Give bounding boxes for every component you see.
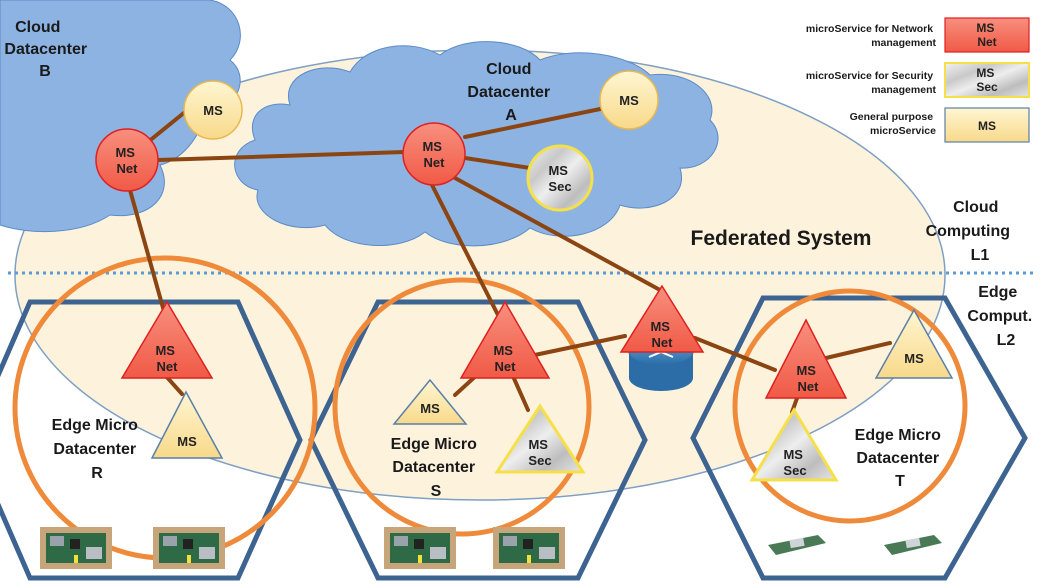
ms-node-edge-t <box>874 308 954 379</box>
board-icon <box>493 527 565 569</box>
sec-node-edge-t-label: MS Sec <box>783 447 806 478</box>
sec-node-cloud-a-label: MS Sec <box>548 163 571 194</box>
cloud-datacenter-a: Cloud Datacenter A <box>234 41 719 247</box>
link-router-netnode <box>693 336 777 372</box>
board-icon <box>384 527 456 569</box>
sensor-icon <box>884 535 942 555</box>
net-node-edge-r <box>120 300 214 379</box>
legend-net-badge-text: MS Net <box>976 21 997 49</box>
ms-node-edge-s-label: MS <box>420 401 440 416</box>
net-node-edge-s-label: MS Net <box>493 343 516 374</box>
edge-r-label: Edge Micro Datacenter R <box>52 417 143 482</box>
legend: microService for Network management MS N… <box>806 17 1030 143</box>
edge-s-label: Edge Micro Datacenter S <box>391 436 482 500</box>
link-neta-nets <box>430 183 500 317</box>
board-icon <box>153 527 225 569</box>
link-neta-ms <box>463 106 607 139</box>
edge-hexagon-r <box>0 299 303 581</box>
ms-node-cloud-b <box>183 80 243 140</box>
net-node-edge-s <box>459 300 551 379</box>
link-nett-ms <box>824 341 892 360</box>
net-node-edge-t <box>764 318 848 399</box>
legend-ms-badge-text: MS <box>978 119 996 133</box>
board-icon <box>40 527 112 569</box>
net-node-edge-r-label: MS Net <box>155 343 178 374</box>
legend-sec-desc: microService for Security management <box>806 70 937 96</box>
sec-node-edge-s-label: MS Sec <box>528 437 551 468</box>
sec-node-edge-s <box>494 403 586 474</box>
edge-ring-t <box>732 288 968 524</box>
legend-ms-badge <box>944 107 1030 143</box>
network-links <box>128 106 892 414</box>
legend-net-desc: microService for Network management <box>806 23 937 49</box>
link-nets-sec <box>510 372 530 412</box>
ms-node-edge-t-label: MS <box>904 351 924 366</box>
cloud-datacenter-b: Cloud Datacenter B <box>0 0 241 232</box>
ms-node-edge-r-label: MS <box>177 434 197 449</box>
federated-system-label: Federated System <box>691 227 872 250</box>
ms-node-cloud-a-label: MS <box>619 93 639 108</box>
layer2-label: Edge Comput. L2 <box>967 284 1036 349</box>
link-netb-ms <box>146 110 187 144</box>
sec-node-edge-t <box>749 407 839 482</box>
legend-sec-badge-text: MS Sec <box>976 66 998 94</box>
net-node-edge-t-label: MS Net <box>796 363 819 394</box>
net-node-cloud-a-label: MS Net <box>422 139 445 170</box>
net-node-cloud-b-label: MS Net <box>115 145 138 176</box>
legend-net-badge <box>944 17 1030 53</box>
cloud-a-label: Cloud Datacenter A <box>467 61 554 124</box>
sec-node-cloud-a <box>526 144 594 212</box>
net-node-cloud-a <box>402 122 466 186</box>
link-neta-sec <box>463 156 532 170</box>
ms-node-cloud-a <box>599 70 659 130</box>
cloud-b-label: Cloud Datacenter B <box>4 19 91 80</box>
net-node-cloud-b <box>95 128 159 192</box>
legend-sec-badge <box>944 62 1030 98</box>
link-neta-router <box>453 176 662 292</box>
ms-node-edge-s <box>392 378 468 425</box>
layer1-label: Cloud Computing L1 <box>926 199 1015 264</box>
link-nets-router <box>528 334 627 358</box>
ms-node-edge-r <box>150 390 224 459</box>
link-netb-neta <box>156 150 407 162</box>
net-node-router <box>619 284 705 353</box>
edge-t-label: Edge Micro Datacenter T <box>855 427 946 490</box>
ms-node-cloud-b-label: MS <box>203 103 223 118</box>
edge-ring-s <box>332 277 592 537</box>
link-netb-netr <box>128 188 167 317</box>
net-node-router-label: MS Net <box>650 319 673 350</box>
sensor-icon <box>768 535 826 555</box>
edge-hexagon-t <box>690 295 1028 581</box>
legend-ms-desc: General purpose microService <box>850 111 937 137</box>
